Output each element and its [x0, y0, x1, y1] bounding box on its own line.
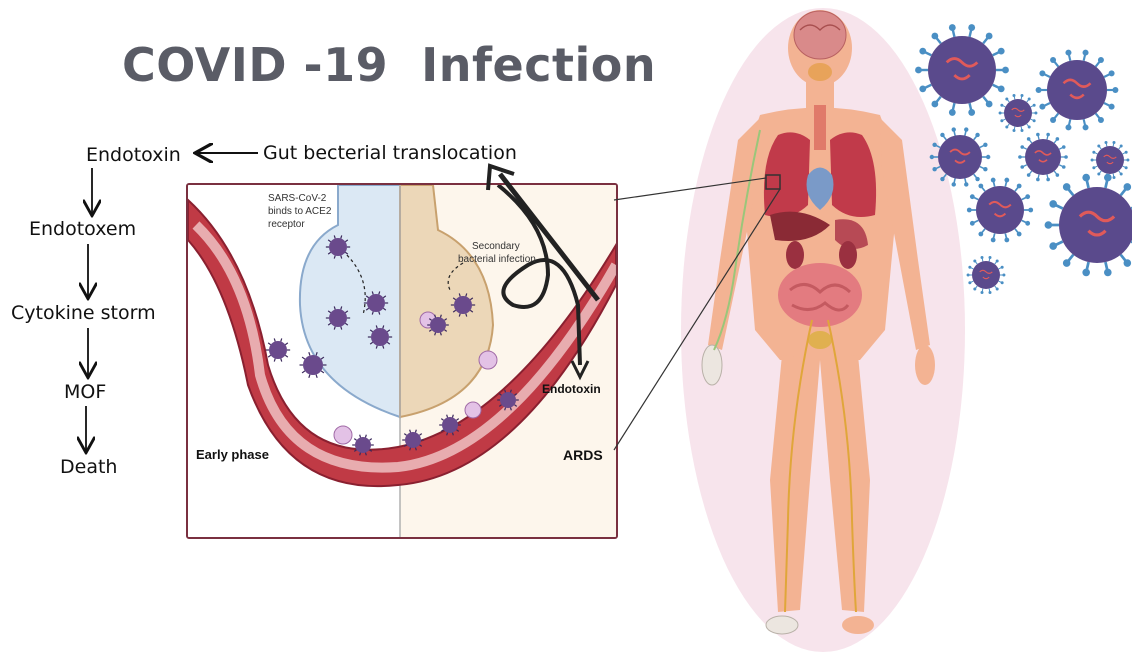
zoom-line-top	[614, 178, 766, 200]
zoom-line-bottom	[614, 189, 780, 450]
zoom-region-box	[766, 175, 780, 189]
arrow-to-gut-translocation	[500, 174, 598, 300]
